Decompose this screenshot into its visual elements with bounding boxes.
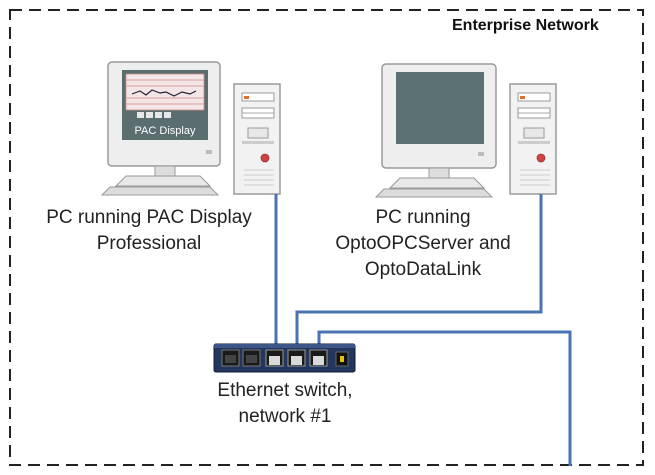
pc2-label: PC running OptoOPCServer and OptoDataLin… [318, 205, 528, 283]
pc2-label-line1: PC running [375, 207, 471, 228]
pc2-label-line3: OptoDataLink [364, 259, 482, 280]
ethernet-cables [274, 194, 572, 466]
enterprise-network-boundary [9, 9, 644, 466]
tower-icon [509, 83, 557, 195]
monitor-icon: PAC Display [100, 61, 221, 196]
switch-label-line2: network #1 [238, 406, 332, 427]
pc1-label-line1: PC running PAC Display [46, 207, 252, 228]
pc-pac-display: PAC Display [100, 61, 281, 196]
cable-pc2-switch [295, 194, 543, 348]
screen-caption: PAC Display [135, 125, 196, 137]
switch-label-line1: Ethernet switch, [217, 380, 353, 401]
network-title: Enterprise Network [452, 17, 599, 34]
ethernet-switch [213, 343, 356, 373]
pc2-label-line2: OptoOPCServer and [335, 233, 511, 254]
switch-ports [221, 349, 328, 367]
switch-label: Ethernet switch, network #1 [195, 378, 375, 430]
cable-switch-uplink [317, 330, 572, 466]
pc1-label: PC running PAC Display Professional [34, 205, 264, 257]
pc-opc-server [374, 63, 557, 198]
monitor-icon [374, 63, 497, 198]
tower-icon [233, 83, 281, 195]
pc1-label-line2: Professional [96, 233, 202, 254]
